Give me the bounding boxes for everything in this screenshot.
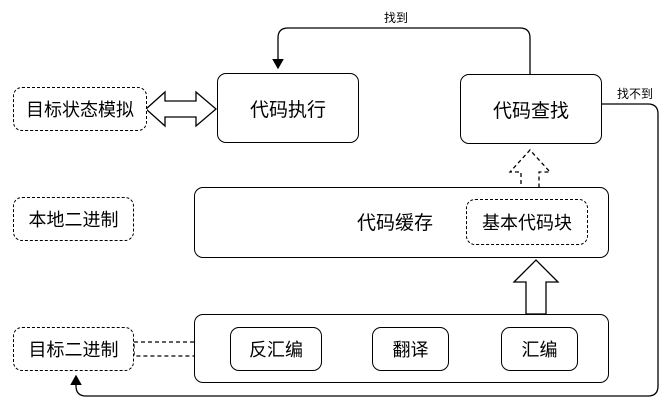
- host-binary-node: 本地二进制: [13, 197, 134, 241]
- code-cache-label: 代码缓存: [357, 212, 434, 234]
- disassemble-node: 反汇编: [230, 327, 322, 371]
- code-lookup-node: 代码查找: [460, 74, 602, 144]
- target-state-sim-node: 目标状态模拟: [13, 87, 147, 131]
- translator-to-cache-arrow: [512, 259, 560, 315]
- target-binary-node: 目标二进制: [13, 327, 134, 371]
- basic-block-node: 基本代码块: [466, 199, 588, 245]
- not-found-arrow: [70, 103, 659, 397]
- found-label: 找到: [383, 10, 408, 25]
- not-found-label: 找不到: [616, 86, 653, 101]
- translate-node: 翻译: [372, 327, 449, 371]
- assemble-node: 汇编: [501, 327, 578, 371]
- state-sim-exec-double-arrow: [145, 90, 218, 128]
- code-exec-node: 代码执行: [217, 73, 359, 143]
- found-arrow: [272, 27, 531, 74]
